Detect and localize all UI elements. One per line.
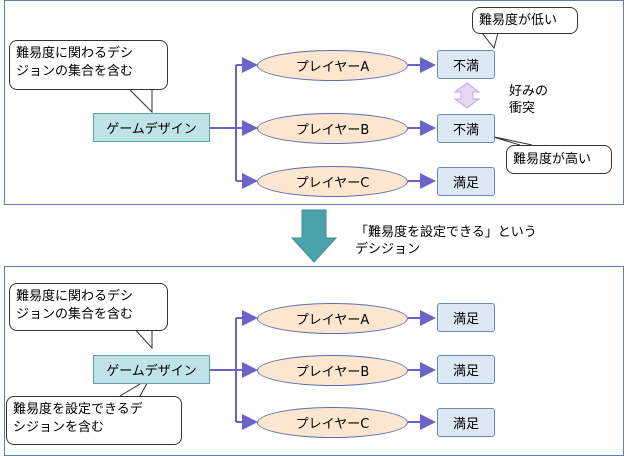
player-c-top: プレイヤーC [257,166,408,197]
player-b-bottom: プレイヤーB [257,355,408,386]
callout-setting-line2: シジョンを含む [13,420,105,435]
transition-arrow-icon [290,209,338,263]
game-design-box-top: ゲームデザイン [93,113,210,142]
result-b-top: 不満 [437,114,495,143]
player-a-bottom: プレイヤーA [257,303,408,334]
conflict-label-line1: 好みの [509,84,549,99]
callout-design-top-line1: 難易度に関わるデシ [16,46,134,61]
callout-setting-decision: 難易度を設定できるデ シジョンを含む [6,396,182,445]
result-a-top: 不満 [437,50,495,79]
player-c-bottom: プレイヤーC [257,407,408,438]
result-c-top: 満足 [437,167,495,196]
result-c-bottom: 満足 [437,408,495,437]
callout-design-bottom-line1: 難易度に関わるデシ [16,289,134,304]
callout-design-bottom-line2: ジョンの集合を含む [16,307,134,322]
callout-difficulty-high-text: 難易度が高い [513,152,592,167]
transition-label-line2: デシジョン [355,242,421,257]
callout-tail-design-top [129,89,153,114]
result-a-bottom: 満足 [437,303,495,332]
conflict-label-line2: 衝突 [509,101,536,116]
callout-tail-low [481,32,499,50]
callout-difficulty-low: 難易度が低い [472,7,578,34]
callout-difficulty-high: 難易度が高い [506,145,612,174]
result-b-bottom: 満足 [437,355,495,384]
callout-tail-high [489,135,533,146]
callout-setting-line1: 難易度を設定できるデ [13,402,143,417]
callout-design-top-line2: ジョンの集合を含む [16,64,134,79]
top-connectors [210,57,436,189]
conflict-label: 好みの 衝突 [509,83,548,117]
callout-design-top: 難易度に関わるデシ ジョンの集合を含む [9,40,168,90]
game-design-box-bottom: ゲームデザイン [93,355,210,384]
bottom-connectors [210,310,436,430]
conflict-arrow-icon [453,82,481,109]
transition-label: 「難易度を設定できる」という デシジョン [355,224,537,258]
player-b-top: プレイヤーB [257,113,408,144]
player-a-top: プレイヤーA [257,50,408,81]
callout-difficulty-low-text: 難易度が低い [479,13,558,28]
callout-design-bottom: 難易度に関わるデシ ジョンの集合を含む [9,283,168,331]
transition-label-line1: 「難易度を設定できる」という [355,225,537,240]
